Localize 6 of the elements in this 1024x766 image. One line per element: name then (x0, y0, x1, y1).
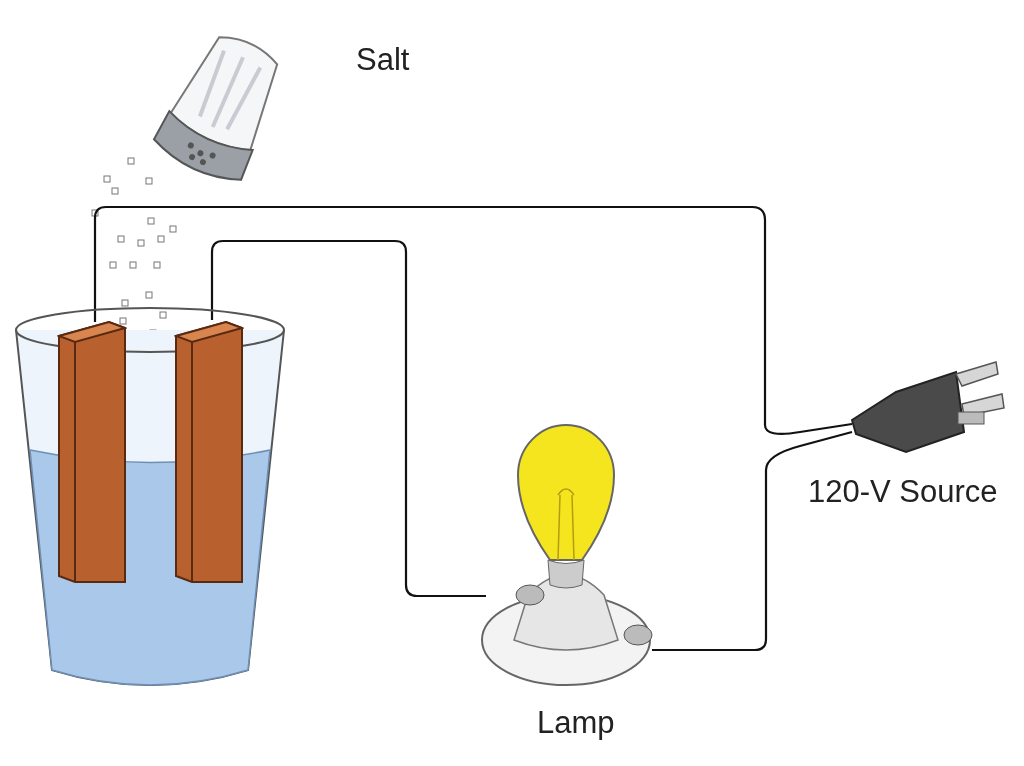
wire (210, 239, 486, 598)
part-label: Salt (356, 42, 410, 78)
part-label: Lamp (537, 705, 615, 741)
wire (93, 205, 853, 435)
part-label: 120-V Source (808, 474, 998, 510)
wire (652, 430, 853, 652)
